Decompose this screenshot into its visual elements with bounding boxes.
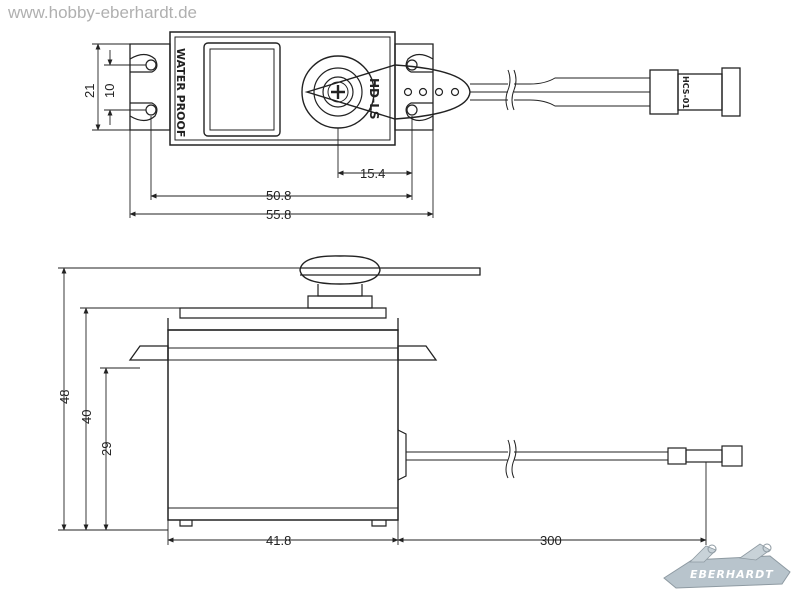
dim-hole-spacing-label: 10: [102, 84, 117, 98]
logo-text: EBERHARDT: [690, 568, 774, 581]
dim-mount-outer-label: 55.8: [266, 207, 291, 222]
eberhardt-logo: EBERHARDT: [663, 543, 791, 589]
dim-cable-length-label: 300: [540, 533, 562, 548]
dim-height-label: 21: [82, 84, 97, 98]
dim-shaft-offset-label: 15.4: [360, 166, 385, 181]
model-label: HD-LS: [367, 78, 381, 120]
side-view-dimensions: [58, 267, 707, 545]
dim-flange-height-label: 29: [99, 442, 114, 456]
connector-label: HCS-01: [681, 76, 690, 109]
dim-body-width-label: 41.8: [266, 533, 291, 548]
waterproof-label: WATER PROOF: [174, 48, 187, 137]
dim-body-height-label: 40: [79, 410, 94, 424]
dim-total-height-label: 48: [57, 390, 72, 404]
website-watermark: www.hobby-eberhardt.de: [7, 3, 197, 22]
dim-mount-inner-label: 50.8: [266, 188, 291, 203]
top-view-dimensions: [92, 43, 434, 218]
servo-top-view: [129, 31, 741, 146]
servo-side-view: [128, 255, 743, 527]
